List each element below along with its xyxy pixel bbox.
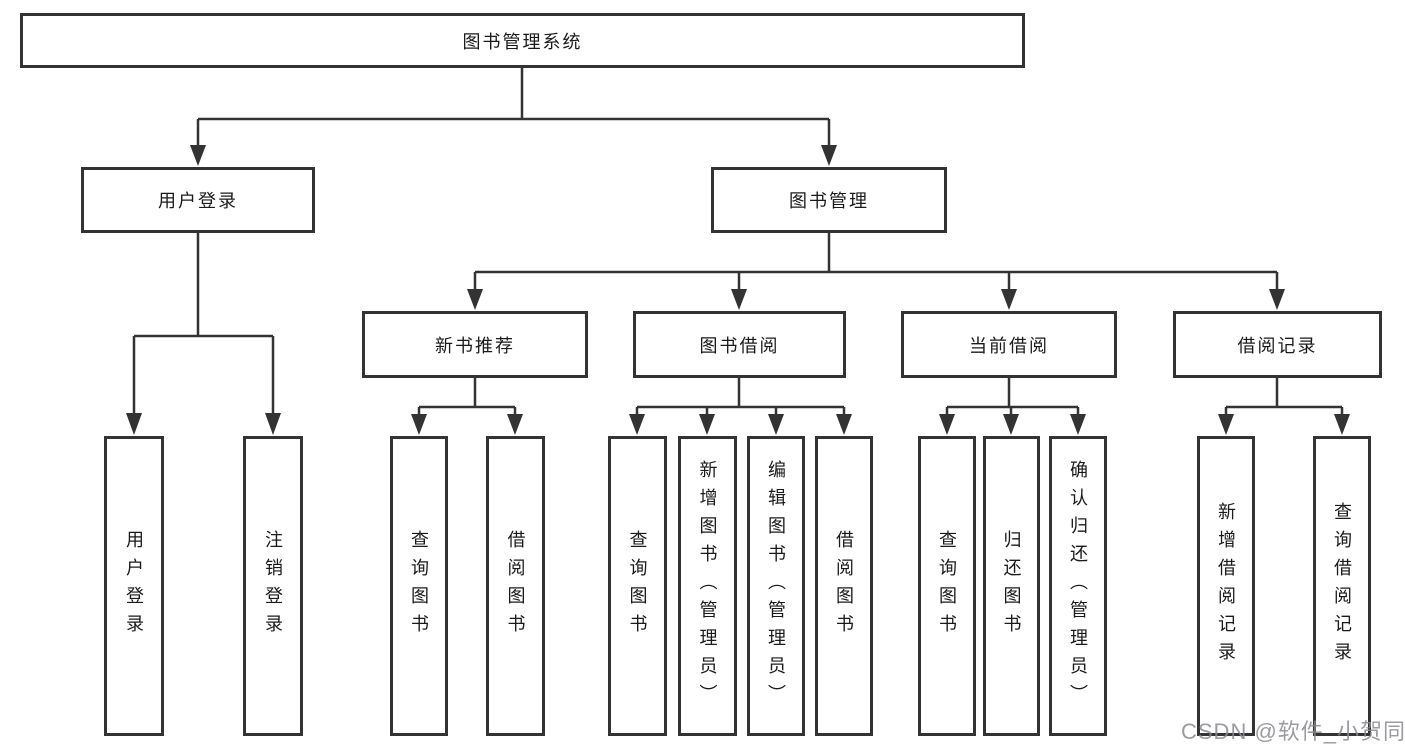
- leaf-add-borrow-record: 新增借阅记录: [1197, 436, 1255, 736]
- leaf-borrow-books-newbooks: 借阅图书: [486, 436, 545, 736]
- csdn-watermark: CSDN @软件_小贺同学: [1181, 719, 1405, 744]
- leaf-user-login: 用户登录: [104, 436, 164, 736]
- leaf-borrow-books-borrowing: 借阅图书: [815, 436, 873, 736]
- leaf-edit-books-admin: 编辑图书（管理员）: [747, 436, 805, 736]
- node-user-login: 用户登录: [81, 167, 315, 233]
- leaf-return-books: 归还图书: [983, 436, 1040, 736]
- node-book-borrowing: 图书借阅: [633, 311, 846, 378]
- node-library-management-system: 图书管理系统: [20, 13, 1025, 68]
- leaf-add-books-admin: 新增图书（管理员）: [678, 436, 737, 736]
- node-current-borrowing: 当前借阅: [901, 311, 1117, 378]
- node-borrowing-records: 借阅记录: [1173, 311, 1382, 378]
- leaf-query-books-current: 查询图书: [918, 436, 976, 736]
- leaf-confirm-return-admin: 确认归还（管理员）: [1049, 436, 1107, 736]
- arrowhead-icons: [126, 145, 1350, 435]
- leaf-query-borrow-record: 查询借阅记录: [1313, 436, 1371, 736]
- leaf-query-books-newbooks: 查询图书: [390, 436, 448, 736]
- node-new-book-recommendation: 新书推荐: [362, 311, 588, 378]
- leaf-query-books-borrowing: 查询图书: [608, 436, 667, 736]
- leaf-logout: 注销登录: [243, 436, 303, 736]
- node-book-management: 图书管理: [711, 167, 947, 233]
